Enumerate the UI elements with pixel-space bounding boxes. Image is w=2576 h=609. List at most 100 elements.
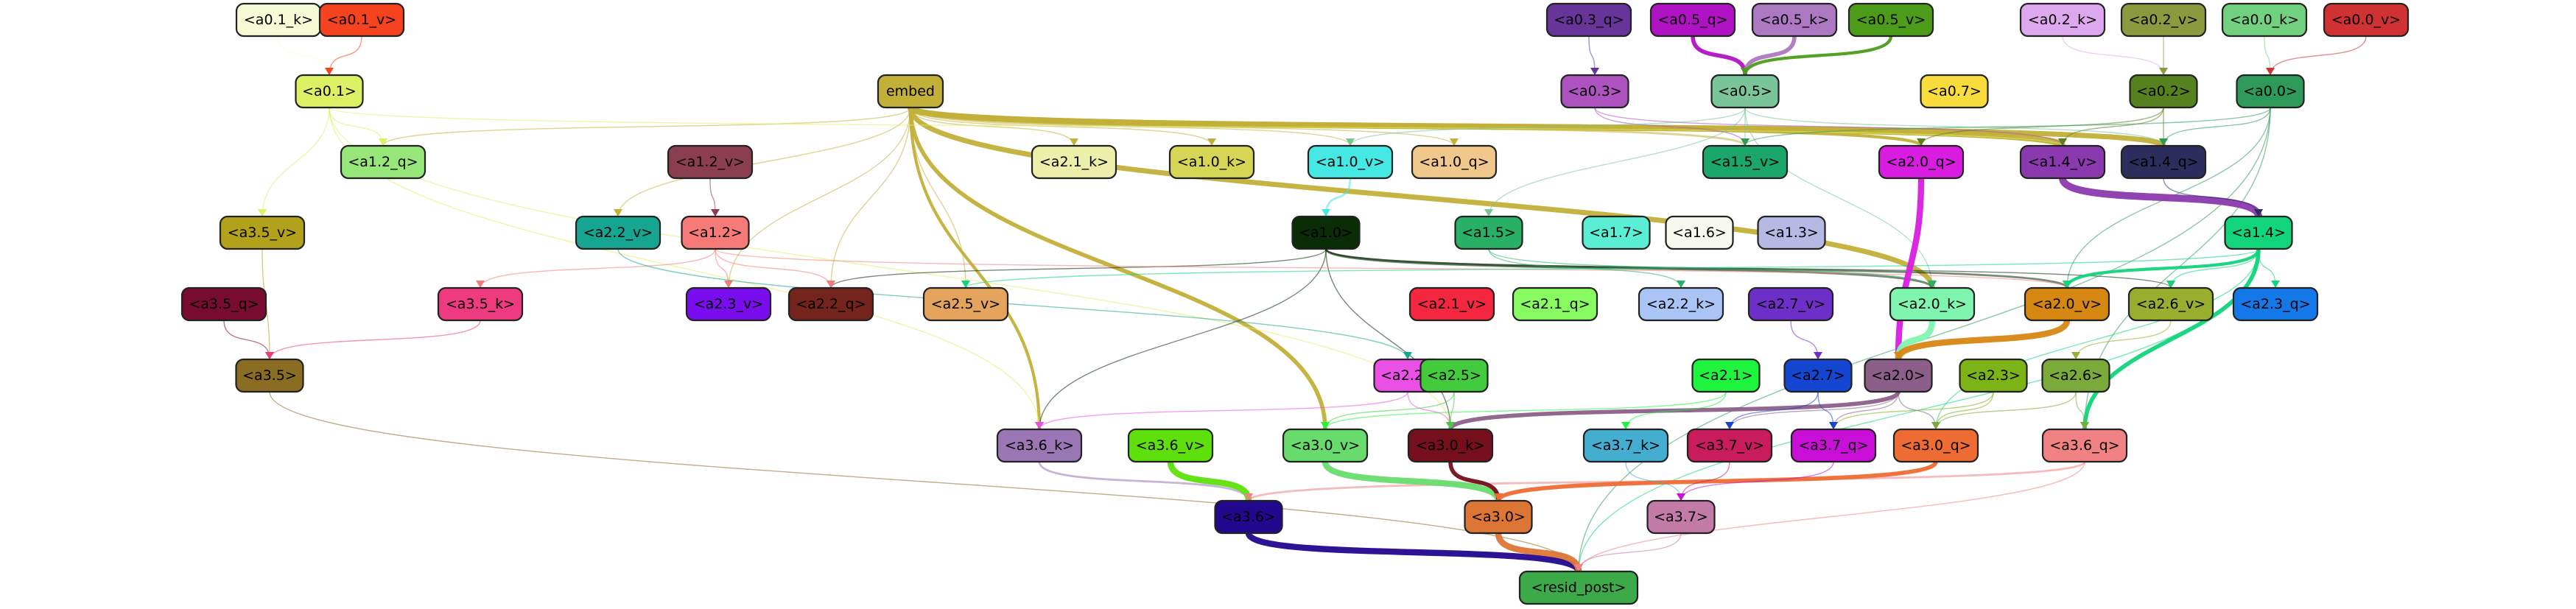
node-label: <a2.3_q> — [2240, 296, 2310, 312]
node-embed[interactable]: embed — [877, 74, 944, 109]
node-a1-0-k[interactable]: <a1.0_k> — [1168, 144, 1255, 180]
node-box — [1702, 144, 1789, 180]
node-a3-6-v[interactable]: <a3.6_v> — [1127, 428, 1214, 463]
node-a2-7-v[interactable]: <a2.7_v> — [1747, 286, 1834, 322]
node-layer: <a0.1_k><a0.1_v> <a0.1> embed <a1.2_q> <a1.2… — [180, 2, 2410, 605]
node-label: <a1.4_v> — [2028, 154, 2097, 170]
node-a2-5-v[interactable]: <a2.5_v> — [922, 286, 1009, 322]
node-a3-6-k[interactable]: <a3.6_k> — [996, 428, 1083, 463]
node-label: <a0.3_q> — [1554, 12, 1624, 28]
node-a2-1-k[interactable]: <a2.1_k> — [1031, 144, 1117, 180]
node-a0-3[interactable]: <a0.3> — [1560, 74, 1629, 109]
node-a3-5-k[interactable]: <a3.5_k> — [437, 286, 524, 322]
node-a1-6[interactable]: <a1.6> — [1665, 215, 1734, 250]
node-box — [1920, 74, 1989, 109]
node-a1-2-v[interactable]: <a1.2_v> — [667, 144, 754, 180]
node-a2-3[interactable]: <a2.3> — [1959, 358, 2028, 393]
node-a1-3[interactable]: <a1.3> — [1757, 215, 1826, 250]
node-a1-0-q[interactable]: <a1.0_q> — [1411, 144, 1498, 180]
edge-a0.1-to-a3.5_v — [262, 107, 330, 217]
node-a2-1[interactable]: <a2.1> — [1691, 358, 1761, 393]
edge-arrowhead — [1928, 281, 1937, 288]
node-a2-3-q[interactable]: <a2.3_q> — [2232, 286, 2319, 322]
node-a1-4-q[interactable]: <a1.4_q> — [2120, 144, 2207, 180]
node-a2-0[interactable]: <a2.0> — [1864, 358, 1933, 393]
node-a1-4-v[interactable]: <a1.4_v> — [2019, 144, 2106, 180]
node-a0-1[interactable]: <a0.1> — [295, 74, 364, 109]
node-a0-2-k[interactable]: <a0.2_k> — [2019, 2, 2106, 38]
node-a2-0-v[interactable]: <a2.0_v> — [2024, 286, 2110, 322]
node-a3-5-v[interactable]: <a3.5_v> — [219, 215, 306, 250]
node-box — [685, 286, 772, 322]
node-a1-5-v[interactable]: <a1.5_v> — [1702, 144, 1789, 180]
node-a2-0-q[interactable]: <a2.0_q> — [1878, 144, 1965, 180]
node-a3-7-q[interactable]: <a3.7_q> — [1790, 428, 1877, 463]
node-a3-0-q[interactable]: <a3.0_q> — [1892, 428, 1979, 463]
edge-arrowhead — [1677, 281, 1685, 288]
node-a2-3-v[interactable]: <a2.3_v> — [685, 286, 772, 322]
node-a2-7[interactable]: <a2.7> — [1783, 358, 1853, 393]
node-box — [1582, 428, 1669, 463]
node-a2-0-k[interactable]: <a2.0_k> — [1889, 286, 1976, 322]
node-a3-0-v[interactable]: <a3.0_v> — [1282, 428, 1369, 463]
edge-a3.7_v-to-a3.7 — [1680, 461, 1730, 501]
node-a1-0-v[interactable]: <a1.0_v> — [1307, 144, 1394, 180]
edge-a0.2_k-to-a0.2 — [2062, 35, 2164, 76]
edge-a2.7-to-a3.7_q — [1817, 391, 1834, 430]
node-a1-0[interactable]: <a1.0> — [1291, 215, 1361, 250]
node-a1-5[interactable]: <a1.5> — [1454, 215, 1523, 250]
node-a0-7[interactable]: <a0.7> — [1920, 74, 1989, 109]
node-a1-2[interactable]: <a1.2> — [681, 215, 750, 250]
node-a1-4[interactable]: <a1.4> — [2224, 215, 2293, 250]
node-a0-3-q[interactable]: <a0.3_q> — [1545, 2, 1632, 38]
edge-embed-to-a2.2_q — [830, 107, 911, 289]
node-a3-5-q[interactable]: <a3.5_q> — [180, 286, 267, 322]
node-a3-6[interactable]: <a3.6> — [1214, 499, 1283, 535]
node-a3-6-q[interactable]: <a3.6_q> — [2041, 428, 2128, 463]
node-a3-0[interactable]: <a3.0> — [1464, 499, 1533, 535]
node-a2-5[interactable]: <a2.5> — [1419, 358, 1489, 393]
node-a3-7[interactable]: <a3.7> — [1646, 499, 1716, 535]
node-a2-2-v[interactable]: <a2.2_v> — [575, 215, 661, 250]
node-a2-6[interactable]: <a2.6> — [2041, 358, 2110, 393]
node-a3-5[interactable]: <a3.5> — [235, 358, 304, 393]
node-a0-0[interactable]: <a0.0> — [2236, 74, 2305, 109]
node-a2-1-v[interactable]: <a2.1_v> — [1408, 286, 1495, 322]
edge-a3.7-to-resid_post — [1578, 532, 1682, 572]
node-a3-0-k[interactable]: <a3.0_k> — [1407, 428, 1494, 463]
edge-arrowhead — [1574, 564, 1583, 571]
edge-a3.0_k-to-a3.0 — [1448, 461, 1501, 501]
node-box — [1646, 499, 1716, 535]
node-a0-2[interactable]: <a0.2> — [2129, 74, 2198, 109]
node-a3-7-v[interactable]: <a3.7_v> — [1686, 428, 1773, 463]
node-resid-post[interactable]: <resid_post> — [1518, 570, 1639, 605]
node-box — [2120, 2, 2207, 38]
node-a0-5-q[interactable]: <a0.5_q> — [1649, 2, 1736, 38]
node-label: <a1.4> — [2231, 225, 2286, 241]
edge-a1.4-to-a2.6_v — [2170, 248, 2259, 289]
node-a2-2-k[interactable]: <a2.2_k> — [1638, 286, 1724, 322]
node-a2-6-v[interactable]: <a2.6_v> — [2127, 286, 2214, 322]
node-a1-7[interactable]: <a1.7> — [1582, 215, 1651, 250]
node-a0-1-v[interactable]: <a0.1_v> — [318, 2, 405, 38]
node-a0-5-v[interactable]: <a0.5_v> — [1847, 2, 1934, 38]
node-a0-2-v[interactable]: <a0.2_v> — [2120, 2, 2207, 38]
edge-embed-to-a2.2_v — [617, 107, 911, 217]
edge-arrowhead — [1403, 352, 1412, 359]
node-label: <a0.0_v> — [2331, 12, 2401, 28]
edge-a0.5-to-a1.5 — [1488, 107, 1746, 217]
node-label: <a1.0_q> — [1419, 154, 1489, 170]
node-a1-2-q[interactable]: <a1.2_q> — [340, 144, 427, 180]
edge-a2.6-to-a3.6_q — [2075, 391, 2085, 430]
node-box — [1168, 144, 1255, 180]
node-a2-2-q[interactable]: <a2.2_q> — [787, 286, 874, 322]
node-a0-0-k[interactable]: <a0.0_k> — [2221, 2, 2308, 38]
edge-embed-to-a1.2_q — [382, 107, 911, 147]
node-a0-5[interactable]: <a0.5> — [1710, 74, 1780, 109]
node-a0-0-v[interactable]: <a0.0_v> — [2323, 2, 2410, 38]
node-a0-5-k[interactable]: <a0.5_k> — [1751, 2, 1838, 38]
node-a2-1-q[interactable]: <a2.1_q> — [1512, 286, 1598, 322]
node-a3-7-k[interactable]: <a3.7_k> — [1582, 428, 1669, 463]
node-a0-1-k[interactable]: <a0.1_k> — [235, 2, 322, 38]
node-box — [1959, 358, 2028, 393]
